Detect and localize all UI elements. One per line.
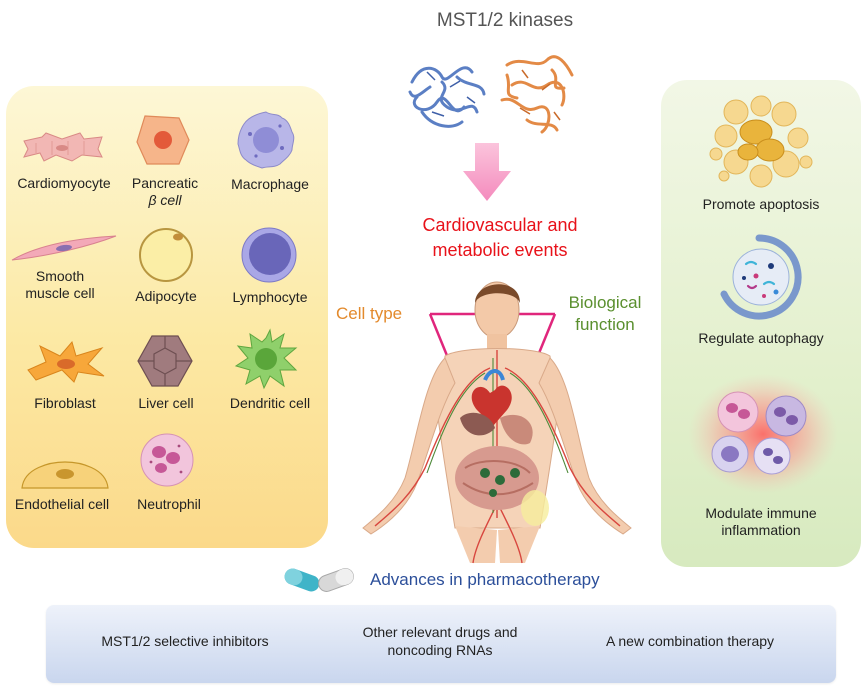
cell-label-endothelial-cell: Endothelial cell xyxy=(14,496,110,512)
bio-function-line1: Biological xyxy=(568,293,642,312)
smooth-muscle-line1: Smooth xyxy=(35,268,85,284)
cell-label-pancreatic-beta-cell: Pancreatic β cell xyxy=(125,175,205,209)
immune-inflammation-icon xyxy=(688,374,838,494)
smooth-muscle-line2: muscle cell xyxy=(25,285,95,301)
immune-line1: Modulate immune xyxy=(705,505,817,521)
pancreatic-beta-cell-icon xyxy=(136,115,190,165)
lymphocyte-icon xyxy=(241,227,297,283)
cell-label-cardiomyocyte: Cardiomyocyte xyxy=(17,175,111,191)
cell-label-lymphocyte: Lymphocyte xyxy=(232,289,308,305)
cell-label-neutrophil: Neutrophil xyxy=(137,496,201,512)
adipocyte-icon xyxy=(139,228,193,282)
immune-line2: inflammation xyxy=(721,522,801,538)
pharmacotherapy-panel xyxy=(46,605,836,683)
cell-type-label: Cell type xyxy=(336,304,403,323)
cell-label-liver-cell: Liver cell xyxy=(138,395,194,411)
smooth-muscle-cell-icon xyxy=(11,235,117,261)
pancreatic-line2: β cell xyxy=(148,192,182,208)
diagram-title: MST1/2 kinases xyxy=(436,10,574,31)
cell-label-smooth-muscle-cell: Smooth muscle cell xyxy=(10,268,110,302)
biological-function-label: Biological function xyxy=(560,292,650,336)
events-line1: Cardiovascular and xyxy=(422,215,578,235)
neutrophil-icon xyxy=(140,433,194,487)
events-line2: metabolic events xyxy=(432,240,568,260)
pharmacotherapy-heading: Advances in pharmacotherapy xyxy=(370,570,600,589)
autophagy-icon xyxy=(720,234,802,320)
mst2-protein-icon xyxy=(500,55,574,134)
therapy-mst12-inhibitors: MST1/2 selective inhibitors xyxy=(101,633,269,649)
function-label-immune-inflammation: Modulate immune inflammation xyxy=(661,505,861,539)
cell-label-macrophage: Macrophage xyxy=(231,176,309,192)
liver-cell-icon xyxy=(137,335,193,387)
down-arrow-icon xyxy=(463,143,511,201)
function-label-autophagy: Regulate autophagy xyxy=(698,330,824,346)
dendritic-cell-icon xyxy=(234,328,298,390)
human-body-illustration xyxy=(362,281,632,564)
mst1-protein-icon xyxy=(408,66,486,128)
pancreatic-line1: Pancreatic xyxy=(131,175,199,191)
therapy-other-line1: Other relevant drugs and xyxy=(362,624,518,640)
bio-function-line2: function xyxy=(575,315,635,334)
cardiovascular-events-heading: Cardiovascular and metabolic events xyxy=(380,213,620,263)
macrophage-icon xyxy=(237,111,295,169)
therapy-other-drugs: Other relevant drugs and noncoding RNAs xyxy=(335,623,545,659)
cell-label-fibroblast: Fibroblast xyxy=(34,395,96,411)
cell-label-adipocyte: Adipocyte xyxy=(135,288,197,304)
pill-capsule-icon xyxy=(284,568,354,592)
cardiomyocyte-icon xyxy=(23,132,103,162)
cell-label-dendritic-cell: Dendritic cell xyxy=(229,395,311,411)
fibroblast-icon xyxy=(27,340,105,383)
therapy-combination: A new combination therapy xyxy=(605,633,775,649)
therapy-other-line2: noncoding RNAs xyxy=(387,642,493,658)
apoptosis-icon xyxy=(709,95,813,188)
function-label-apoptosis: Promote apoptosis xyxy=(702,196,820,212)
endothelial-cell-icon xyxy=(21,461,109,489)
